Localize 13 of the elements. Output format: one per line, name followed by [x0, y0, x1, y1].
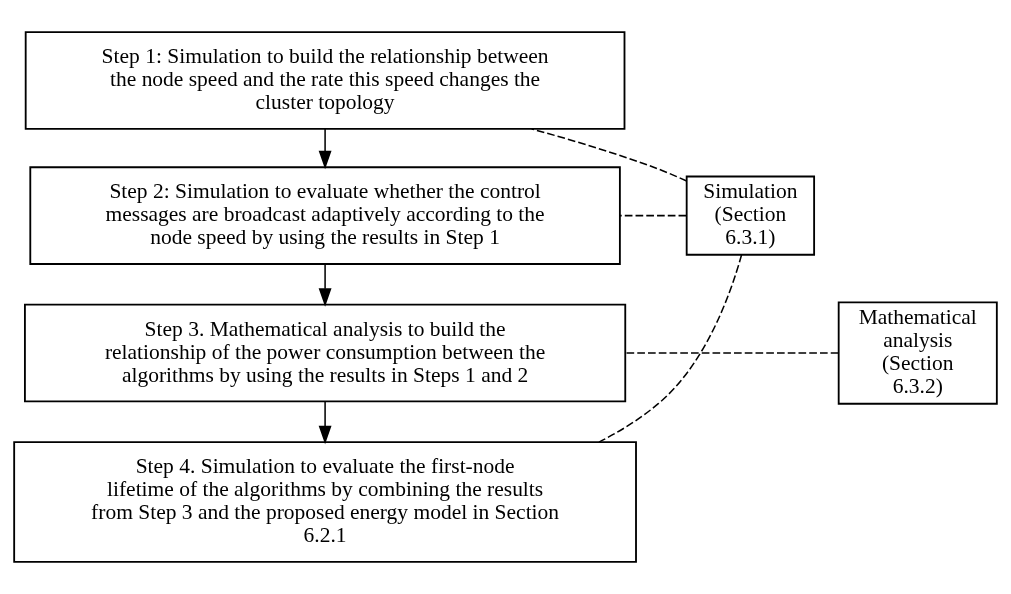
arrow: [318, 400, 332, 445]
connector: [619, 214, 687, 217]
connector: [624, 352, 840, 354]
node-box: Step 4. Simulation to evaluate the first-node lifetime of the algorithms by combining the results from Step 3 and the proposed energy model in Section 6.2.1: [13, 441, 637, 563]
node-box: Simulation (Section 6.3.1): [685, 175, 816, 256]
connector: [598, 254, 743, 443]
connector: [530, 128, 688, 182]
node-box: Step 3. Mathematical analysis to build the relationship of the power consumption between the algorithms by using the results in Steps 1 and 2: [24, 303, 627, 403]
arrow: [318, 263, 332, 307]
node-box: Mathematical analysis (Section 6.3.2): [837, 301, 998, 405]
arrow: [318, 128, 332, 170]
node-box: Step 1: Simulation to build the relationship between the node speed and the rate this speed changes the cluster topology: [24, 31, 626, 130]
node-box: Step 2: Simulation to evaluate whether the control messages are broadcast adaptively according to the node speed by using the results in Step 1: [29, 166, 621, 265]
